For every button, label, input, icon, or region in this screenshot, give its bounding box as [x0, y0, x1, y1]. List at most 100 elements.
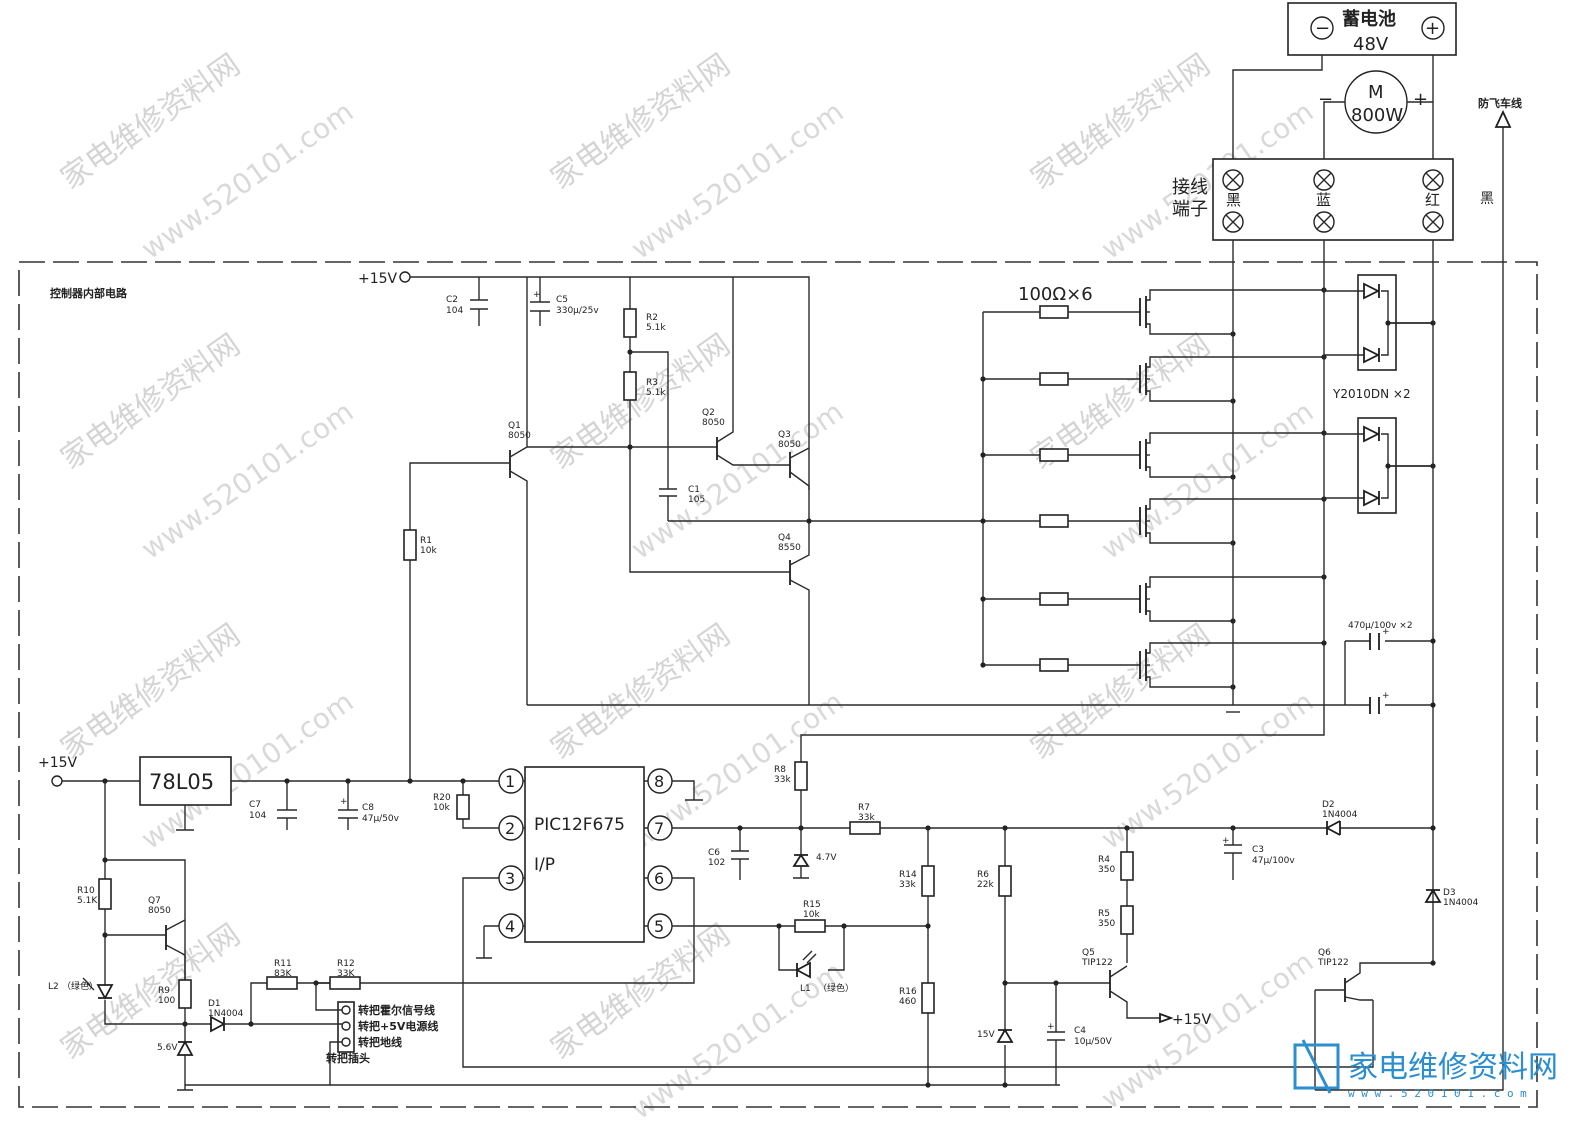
mcu-pin-number: 7	[654, 819, 664, 838]
q1-ref: Q1	[508, 421, 521, 431]
q2-val: 8050	[702, 418, 725, 428]
r12-resistor	[329, 976, 361, 990]
r2-ref: R2	[646, 313, 658, 323]
rectifier-upper	[1324, 274, 1436, 371]
r16-ref: R16	[899, 987, 917, 997]
r16-val: 460	[899, 997, 916, 1007]
c8-val: 47μ/50v	[362, 814, 400, 824]
bulk-cap-plus-1: +	[1382, 627, 1390, 637]
c6-val: 102	[708, 858, 725, 868]
gate-resistor	[1039, 372, 1069, 386]
r5-resistor	[1120, 905, 1134, 935]
mosfet-2	[980, 354, 1327, 404]
controller-boundary	[18, 261, 1538, 1108]
q6-transistor	[1314, 962, 1373, 1090]
l1-ref: L1	[800, 984, 811, 994]
r8-resistor	[794, 761, 808, 791]
watermark-cn: 家电维修资料网	[55, 327, 247, 476]
zener-56-val: 5.6V	[157, 1043, 178, 1053]
mcu-pin-6: 6	[644, 865, 674, 891]
c8-ref: C8	[362, 803, 374, 813]
mcu-pin-number: 4	[505, 917, 515, 936]
zener-47-val: 4.7V	[816, 853, 837, 863]
controller-label: 控制器内部电路	[50, 286, 128, 300]
battery: 蓄电池 48V − +	[1287, 2, 1457, 56]
watermark-cn: 家电维修资料网	[545, 327, 737, 476]
motor-minus: −	[1318, 89, 1333, 110]
watermark-cn: 家电维修资料网	[1025, 617, 1217, 766]
l2-val: （绿色）	[62, 980, 98, 992]
d2-val: 1N4004	[1322, 810, 1358, 820]
motor-letter: M	[1368, 82, 1384, 103]
r11-resistor	[266, 976, 298, 990]
left-15v-label: +15V	[38, 755, 78, 771]
watermark-cn: 家电维修资料网	[545, 617, 737, 766]
q5-output-15v: +15V	[1172, 1012, 1212, 1028]
r14-val: 33k	[899, 880, 916, 890]
terminal-screw-icon	[1313, 211, 1335, 233]
r2-val: 5.1k	[646, 323, 666, 333]
handle-gnd-label: 转把地线	[358, 1035, 402, 1049]
bulk-cap-plus-2: +	[1382, 691, 1390, 701]
c8-plus: +	[340, 797, 348, 807]
c7-ref: C7	[249, 800, 261, 810]
terminal-screw-icon	[1313, 169, 1335, 191]
c3-val: 47μ/100v	[1252, 856, 1295, 866]
c1-ref: C1	[688, 485, 700, 495]
gate-resistor	[1039, 514, 1069, 528]
terminal-screw-icon	[1222, 211, 1244, 233]
mcu-chip	[524, 766, 645, 943]
r14-resistor	[921, 865, 935, 897]
mosfet-5	[980, 574, 1327, 624]
q4-ref: Q4	[778, 533, 791, 543]
terminal-red: 红	[1425, 191, 1440, 209]
mosfet-4	[980, 496, 1327, 546]
r4-resistor	[1120, 851, 1134, 881]
c4-val: 10μ/50V	[1074, 1037, 1113, 1047]
battery-title: 蓄电池	[1342, 8, 1396, 30]
regulator-label: 78L05	[149, 770, 214, 794]
watermark-cn: 家电维修资料网	[55, 47, 247, 196]
top-15v-label: +15V	[358, 271, 398, 287]
r9-val: 100	[158, 996, 175, 1006]
r12-val: 33K	[337, 969, 355, 979]
watermarks: 家电维修资料网 www.520101.com 家电维修资料网 www.52010…	[55, 47, 1320, 1125]
r11-val: 83K	[274, 969, 292, 979]
battery-voltage: 48V	[1353, 34, 1389, 55]
watermark-url: www.520101.com	[625, 395, 849, 566]
bulk-cap-label: 470μ/100v ×2	[1348, 621, 1413, 631]
watermark-cn: 家电维修资料网	[55, 617, 247, 766]
r2-resistor	[623, 308, 637, 338]
d1-ref: D1	[208, 999, 221, 1009]
r1-ref: R1	[420, 536, 432, 546]
c7-val: 104	[249, 811, 266, 821]
mosfet-6	[980, 640, 1327, 690]
terminal-screw-icon	[1422, 211, 1444, 233]
r1-resistor	[403, 529, 417, 561]
d3-val: 1N4004	[1443, 898, 1479, 908]
handle-plug-label: 转把插头	[326, 1051, 370, 1065]
anti-theft-color: 黑	[1480, 191, 1494, 207]
c5-plus: +	[533, 290, 541, 300]
c6-ref: C6	[708, 848, 720, 858]
c2-val: 104	[446, 306, 463, 316]
l1-val: （绿色）	[818, 982, 854, 994]
r7-ref: R7	[858, 803, 870, 813]
q6-val: TIP122	[1317, 958, 1349, 968]
battery-minus: −	[1315, 18, 1330, 39]
watermark-url: www.520101.com	[1095, 685, 1319, 856]
rectifier-lower	[1324, 417, 1436, 514]
c4-ref: C4	[1074, 1026, 1086, 1036]
c2-ref: C2	[446, 295, 458, 305]
q1-val: 8050	[508, 431, 531, 441]
q7-ref: Q7	[148, 896, 161, 906]
q5-ref: Q5	[1082, 948, 1095, 958]
r11-ref: R11	[274, 959, 292, 969]
r12-ref: R12	[337, 959, 355, 969]
r8-val: 33k	[774, 775, 791, 785]
q5-transistor	[1109, 965, 1174, 1024]
r9-resistor	[178, 979, 192, 1009]
q2-ref: Q2	[702, 408, 715, 418]
terminal-black: 黑	[1226, 191, 1241, 209]
